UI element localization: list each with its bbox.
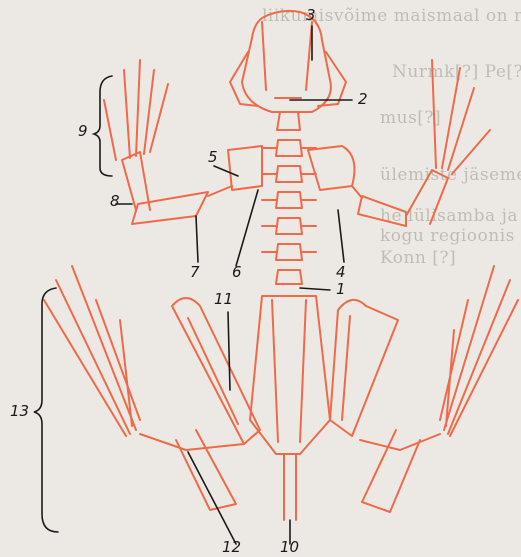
label-3: 3 bbox=[306, 8, 316, 23]
forelimbs bbox=[104, 60, 490, 226]
pectoral-girdle bbox=[208, 146, 362, 198]
vertebral-column bbox=[262, 112, 316, 284]
label-4: 4 bbox=[336, 265, 346, 280]
label-2: 2 bbox=[358, 92, 368, 107]
label-6: 6 bbox=[232, 265, 242, 280]
leader-7 bbox=[196, 216, 198, 262]
label-13: 13 bbox=[10, 404, 29, 419]
leader-12 bbox=[188, 452, 236, 544]
skull bbox=[230, 11, 346, 112]
leader-6 bbox=[236, 190, 258, 266]
label-12: 12 bbox=[222, 540, 241, 555]
leader-5 bbox=[214, 166, 238, 176]
leader-1 bbox=[300, 288, 330, 290]
label-8: 8 bbox=[110, 194, 120, 209]
label-1: 1 bbox=[336, 282, 346, 297]
label-5: 5 bbox=[208, 150, 218, 165]
leader-11 bbox=[228, 312, 230, 390]
label-7: 7 bbox=[190, 265, 200, 280]
hindlimbs bbox=[44, 266, 518, 512]
label-10: 10 bbox=[280, 540, 299, 555]
label-11: 11 bbox=[214, 292, 233, 307]
bracket-13 bbox=[34, 288, 58, 532]
pelvic-girdle bbox=[250, 296, 330, 520]
leader-4 bbox=[338, 210, 344, 262]
label-9: 9 bbox=[78, 124, 88, 139]
